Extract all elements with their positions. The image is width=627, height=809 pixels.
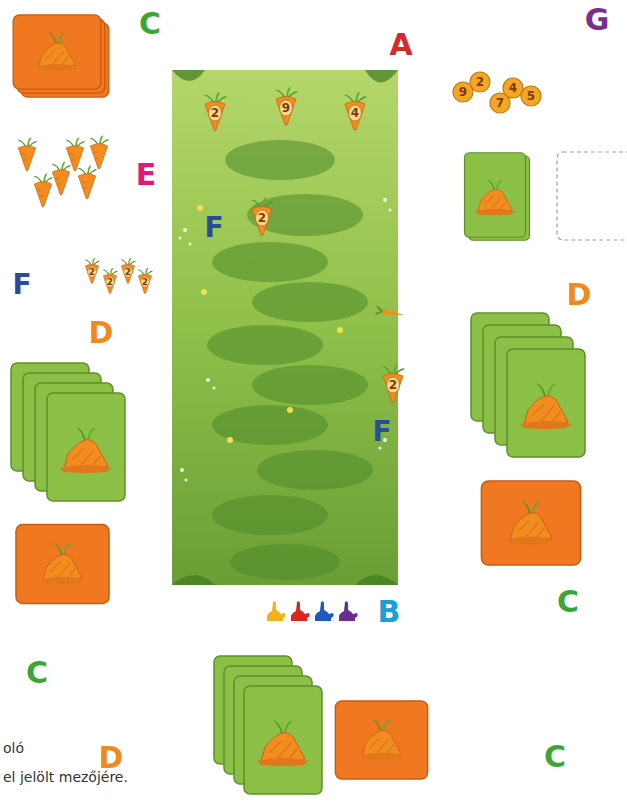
- callout-letter: D: [99, 743, 124, 773]
- token-number: 7: [496, 97, 504, 109]
- rule-text: el jelölt mezőjére.: [3, 770, 128, 784]
- callout-letter: F: [372, 418, 391, 446]
- callout-letter: C: [544, 742, 566, 772]
- token-number: 4: [509, 82, 517, 94]
- callout-letter: F: [204, 214, 223, 242]
- callout-letter: D: [567, 280, 592, 310]
- callout-letter: B: [378, 597, 401, 627]
- callout-letter: C: [557, 587, 579, 617]
- carrot-number: 2: [89, 268, 95, 277]
- callout-letter: C: [26, 658, 48, 688]
- carrot-number: 2: [211, 107, 219, 119]
- carrot-number: 2: [258, 212, 266, 224]
- token-number: 9: [459, 86, 467, 98]
- callout-letter: C: [139, 9, 161, 39]
- callout-letter: A: [389, 30, 412, 60]
- callout-letter: G: [585, 5, 610, 35]
- carrot-number: 2: [125, 268, 131, 277]
- carrot-number: 4: [351, 107, 359, 119]
- carrot-number: 2: [389, 379, 397, 391]
- callout-letter: D: [89, 318, 114, 348]
- carrot-number: 2: [107, 278, 113, 287]
- callout-letter: E: [136, 160, 157, 190]
- token-number: 5: [527, 90, 535, 102]
- carrot-number: 9: [282, 102, 290, 114]
- rule-text: oló: [3, 741, 24, 755]
- carrot-number: 2: [142, 278, 148, 287]
- callout-letter: F: [12, 271, 31, 299]
- token-number: 2: [476, 76, 484, 88]
